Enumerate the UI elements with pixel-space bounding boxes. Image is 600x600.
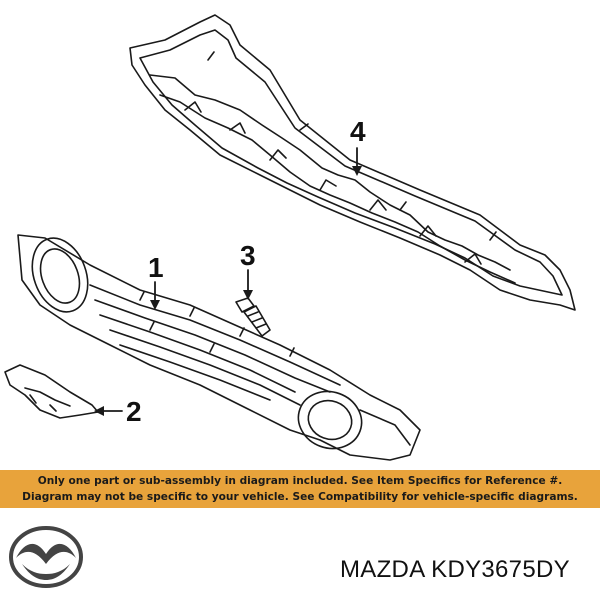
arrow-head-1 — [150, 300, 160, 310]
screw-part-3 — [235, 297, 271, 337]
leader-lines — [101, 147, 358, 412]
arrow-head-4 — [352, 166, 362, 176]
disclaimer-line-1: Only one part or sub-assembly in diagram… — [37, 475, 563, 487]
footer — [0, 508, 600, 600]
disclaimer-line-2: Diagram may not be specific to your vehi… — [22, 491, 578, 503]
callout-2: 2 — [126, 396, 142, 427]
arrow-head-2 — [94, 406, 104, 416]
callout-3: 3 — [240, 240, 256, 271]
part-number-label: MAZDA KDY3675DY — [340, 556, 570, 583]
lower-grille-part-1 — [17, 234, 421, 461]
upper-grille-frame-part-4 — [129, 14, 576, 311]
callout-1: 1 — [148, 252, 164, 283]
mazda-logo-icon — [9, 526, 83, 588]
bracket-part-2 — [4, 364, 99, 419]
arrow-head-3 — [243, 290, 253, 300]
parts-diagram — [4, 14, 576, 461]
callout-4: 4 — [350, 116, 366, 147]
disclaimer-banner: Only one part or sub-assembly in diagram… — [0, 470, 600, 508]
